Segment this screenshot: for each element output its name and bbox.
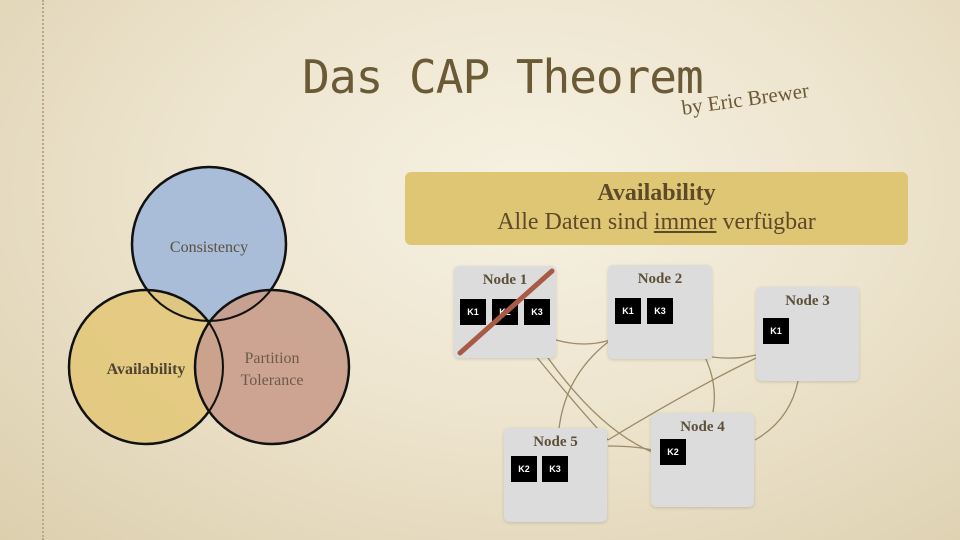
banner-text-before: Alle Daten sind (497, 209, 654, 235)
partition-label-line2: Tolerance (241, 372, 304, 389)
node-4-label: Node 4 (680, 419, 725, 435)
key-k1: K1 (615, 298, 641, 324)
node-2: Node 2 K1 K3 (608, 265, 712, 359)
node-5-label: Node 5 (533, 434, 578, 450)
availability-banner: Availability Alle Daten sind immer verfü… (405, 172, 908, 245)
banner-subtitle: Alle Daten sind immer verfügbar (405, 209, 908, 236)
node-5: Node 5 K2 K3 (504, 428, 607, 522)
availability-label: Availability (107, 361, 186, 378)
key-k2: K2 (511, 456, 537, 482)
key-k3: K3 (647, 298, 673, 324)
node-1-label: Node 1 (482, 272, 528, 288)
connection-line (547, 357, 653, 453)
banner-heading: Availability (597, 180, 716, 206)
node-2-label: Node 2 (637, 271, 683, 287)
failure-strike-line (457, 268, 555, 356)
node-4: Node 4 K2 (651, 413, 754, 507)
partition-label-line1: Partition (244, 350, 299, 367)
connection-line (754, 380, 799, 441)
banner-text-after: verfügbar (716, 209, 816, 235)
connection-line (711, 354, 757, 359)
key-k3: K3 (524, 299, 550, 325)
banner-text-emphasis: immer (653, 209, 717, 235)
connection-line (704, 356, 716, 413)
key-k1: K1 (460, 299, 486, 325)
key-k3: K3 (542, 456, 568, 482)
key-k1: K1 (763, 318, 789, 344)
node-3: Node 3 K1 (756, 287, 859, 381)
connection-line (607, 357, 757, 441)
connection-line (555, 339, 611, 345)
consistency-label: Consistency (170, 239, 248, 256)
partition-tolerance-circle (193, 288, 351, 446)
consistency-outline (131, 166, 287, 322)
margin-dotted-line (42, 0, 44, 540)
availability-outline (68, 289, 224, 445)
connection-line (607, 445, 653, 451)
node-3-label: Node 3 (785, 293, 830, 309)
slide-title: Das CAP Theorem (302, 50, 703, 104)
key-k2: K2 (660, 439, 686, 465)
